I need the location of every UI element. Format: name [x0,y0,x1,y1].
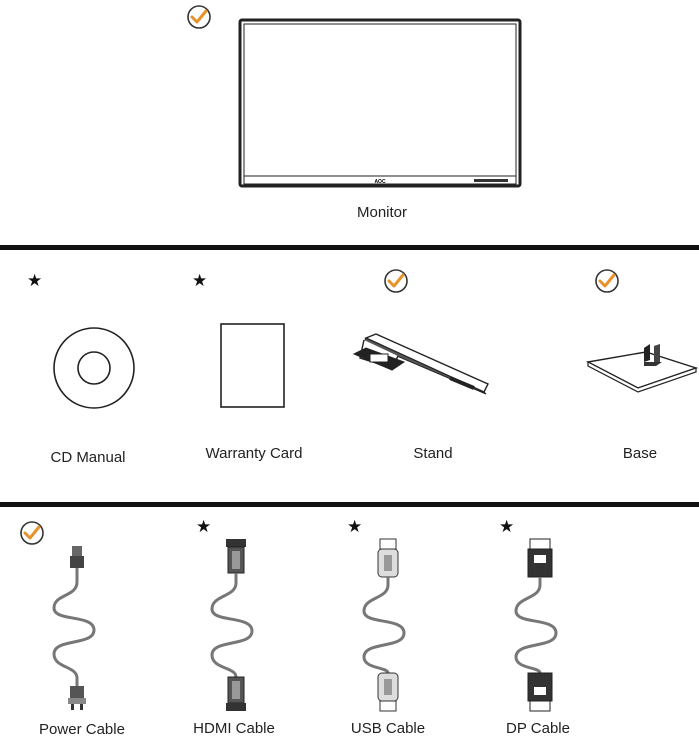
star-icon: ★ [196,517,212,536]
usb-cable-icon [362,538,406,712]
star-icon: ★ [27,271,43,290]
warranty-card-icon [220,323,285,408]
dp-cable-label: DP Cable [506,720,570,737]
power-cable-icon [52,546,96,710]
power-cable-label: Power Cable [39,721,125,738]
star-icon: ★ [192,271,208,290]
divider-top [0,245,699,250]
hdmi-cable-icon [210,539,254,711]
monitor-icon: AOC [238,18,522,188]
base-label: Base [622,445,658,462]
base-icon [585,344,699,393]
warranty-card-label: Warranty Card [205,445,303,462]
check-icon [186,4,212,30]
usb-cable-label: USB Cable [350,720,426,737]
hdmi-cable-label: HDMI Cable [193,720,275,737]
cd-icon [53,327,135,409]
star-icon: ★ [347,517,363,536]
cd-manual-label: CD Manual [50,449,126,466]
stand-label: Stand [413,445,453,462]
stand-icon [352,333,489,395]
monitor-logo: AOC [374,179,386,185]
monitor-label: Monitor [356,204,408,221]
check-icon [19,520,45,546]
star-icon: ★ [499,517,515,536]
dp-cable-icon [514,538,558,712]
check-icon [383,268,409,294]
check-icon [594,268,620,294]
divider-bottom [0,502,699,507]
